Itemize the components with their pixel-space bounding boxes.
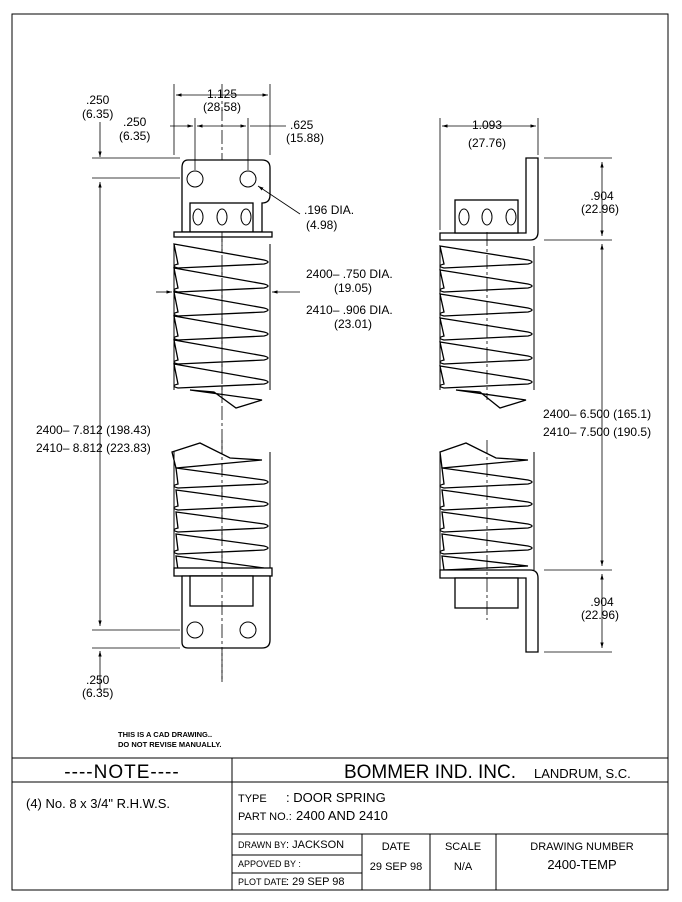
dim-width-mm-label: (28.58) [203,100,241,114]
note-text: (4) No. 8 x 3/4" R.H.W.S. [26,796,170,811]
right-view: 1.093 (27.76) .904 (22.96) 2400– 6.500 (… [439,118,651,653]
part-label: PART NO.: [238,811,292,823]
dim-hole-spacing-label: .625 [290,118,314,132]
right-dim-width-mm-label: (27.76) [468,136,506,150]
type-label: TYPE [238,793,267,805]
part-value: 2400 AND 2410 [296,808,388,823]
scale-value: N/A [454,861,473,873]
drawing-number-label: DRAWING NUMBER [530,841,634,853]
dim-bottom-edge-label: .250 [86,673,110,687]
dim-width-label: 1.125 [207,87,237,101]
dim-top-edge-mm-label: (6.35) [82,107,113,121]
top-hole-right [239,170,257,188]
approved-by-label: APPOVED BY : [238,859,301,869]
right-upper-coils [439,245,535,409]
scale-label: SCALE [445,841,481,853]
dim-side-edge-mm-label: (6.35) [119,129,150,143]
drawing-border [11,13,669,891]
right-length-2410-label: 2410– 7.500 (190.5) [543,425,651,439]
right-dim-bottom-label: .904 [590,595,614,609]
upper-coils [173,243,271,409]
drawn-by-label: DRAWN BY [238,840,286,850]
bottom-hole-right [239,621,257,639]
length-2410-label: 2410– 8.812 (223.83) [36,441,151,455]
cad-note-line2: DO NOT REVISE MANUALLY. [118,740,221,749]
coil-dia-2400-mm-label: (19.05) [334,281,372,295]
right-dim-top-mm-label: (22.96) [581,202,619,216]
top-hole-left [186,170,204,188]
company-location: LANDRUM, S.C. [534,766,631,781]
dim-side-edge-label: .250 [123,115,147,129]
drawn-by-value: : JACKSON [286,839,344,851]
dim-hole-spacing-mm-label: (15.88) [286,131,324,145]
hole-dia-mm-label: (4.98) [306,218,337,232]
right-dim-width-label: 1.093 [472,118,502,132]
title-block: ----NOTE---- (4) No. 8 x 3/4" R.H.W.S. B… [12,757,668,890]
right-dim-top-label: .904 [590,189,614,203]
coil-dia-2410-mm-label: (23.01) [334,317,372,331]
note-header: ----NOTE---- [64,762,179,783]
dim-bottom-edge-mm-label: (6.35) [82,686,113,700]
bottom-hole-left [186,621,204,639]
right-dim-bottom-mm-label: (22.96) [581,608,619,622]
cad-note-line1: THIS IS A CAD DRAWING.. [118,730,212,739]
plot-date-value: : 29 SEP 98 [286,876,345,888]
coil-dia-2410-label: 2410– .906 DIA. [306,303,393,317]
dim-top-edge-label: .250 [86,93,110,107]
length-2400-label: 2400– 7.812 (198.43) [36,423,151,437]
company-name: BOMMER IND. INC. [344,762,516,783]
type-value: : DOOR SPRING [286,790,386,805]
lower-coils [171,442,271,571]
left-view: 1.125 (28.58) .625 (15.88) .250 (6.35) .… [36,84,393,700]
date-label: DATE [382,841,411,853]
coil-dia-2400-label: 2400– .750 DIA. [306,267,393,281]
date-value: 29 SEP 98 [370,861,422,873]
top-bracket [439,157,539,241]
hole-dia-label: .196 DIA. [304,203,354,217]
right-lower-coils [439,442,535,571]
bottom-bracket [439,569,539,653]
drawing-number-value: 2400-TEMP [547,857,616,872]
plot-date-label: PLOT DATE [238,877,287,887]
right-length-2400-label: 2400– 6.500 (165.1) [543,407,651,421]
